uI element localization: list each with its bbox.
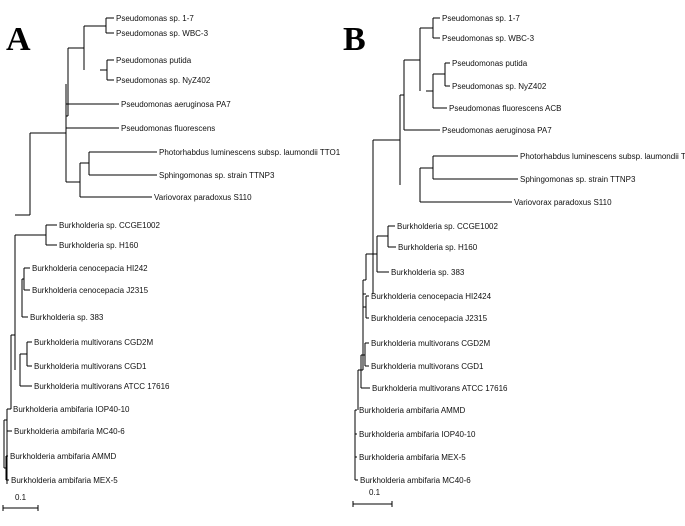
panel-a-taxon-11: Burkholderia sp. H160 (59, 241, 139, 250)
panel-a-tree-branches (3, 17, 157, 484)
panel-a-letter: A (6, 21, 31, 58)
panel-a-taxon-3: Pseudomonas putida (116, 56, 192, 65)
panel-a-taxon-12: Burkholderia cenocepacia HI242 (32, 264, 148, 273)
panel-a-scale-line (2, 505, 39, 511)
panel-b-taxon-12: Burkholderia sp. 383 (391, 268, 465, 277)
panel-a-taxon-13: Burkholderia cenocepacia J2315 (32, 286, 149, 295)
panel-b-taxon-11: Burkholderia sp. H160 (398, 243, 478, 252)
panel-b-taxon-4: Pseudomonas sp. NyZ402 (452, 82, 547, 91)
panel-b-taxon-6: Pseudomonas aeruginosa PA7 (442, 126, 552, 135)
panel-a-taxon-4: Pseudomonas sp. NyZ402 (116, 76, 211, 85)
panel-a-taxon-16: Burkholderia multivorans CGD1 (34, 362, 147, 371)
panel-b-taxon-3: Pseudomonas putida (452, 59, 528, 68)
panel-b-taxon-16: Burkholderia multivorans CGD1 (371, 362, 484, 371)
panel-b-scale-bar: 0.1 (352, 488, 393, 507)
panel-a-taxon-14: Burkholderia sp. 383 (30, 313, 104, 322)
panel-a-taxon-15: Burkholderia multivorans CGD2M (34, 338, 153, 347)
panel-a-scale-bar: 0.1 (2, 493, 39, 511)
panel-b-taxon-19: Burkholderia ambifaria IOP40-10 (359, 430, 476, 439)
panel-b-letter: B (343, 21, 366, 58)
panel-a: A Pseudomonas sp. 1-7 Pseudomonas sp. WB… (2, 14, 341, 511)
panel-a-taxon-18: Burkholderia ambifaria IOP40-10 (13, 405, 130, 414)
panel-b-taxon-8: Sphingomonas sp. strain TTNP3 (520, 175, 636, 184)
panel-b-taxon-15: Burkholderia multivorans CGD2M (371, 339, 490, 348)
panel-b-taxon-1: Pseudomonas sp. 1-7 (442, 14, 520, 23)
panel-b-taxon-21: Burkholderia ambifaria MC40-6 (360, 476, 471, 485)
panel-b: B Pseudomonas sp. 1-7 Pseudomonas sp. WB… (343, 14, 685, 507)
panel-b-taxon-13: Burkholderia cenocepacia HI2424 (371, 292, 492, 301)
panel-a-taxon-5: Pseudomonas aeruginosa PA7 (121, 100, 231, 109)
panel-a-scale-label: 0.1 (15, 493, 27, 502)
panel-b-scale-line (352, 501, 393, 507)
panel-b-taxon-10: Burkholderia sp. CCGE1002 (397, 222, 498, 231)
panel-b-tree-branches (354, 17, 518, 481)
panel-a-taxon-17: Burkholderia multivorans ATCC 17616 (34, 382, 170, 391)
panel-a-taxon-19: Burkholderia ambifaria MC40-6 (14, 427, 125, 436)
panel-a-taxon-21: Burkholderia ambifaria MEX-5 (11, 476, 118, 485)
panel-a-taxon-8: Sphingomonas sp. strain TTNP3 (159, 171, 275, 180)
panel-a-taxon-7: Photorhabdus luminescens subsp. laumondi… (159, 148, 341, 157)
panel-a-taxon-labels: Pseudomonas sp. 1-7 Pseudomonas sp. WBC-… (10, 14, 341, 485)
panel-b-taxon-17: Burkholderia multivorans ATCC 17616 (372, 384, 508, 393)
panel-a-taxon-10: Burkholderia sp. CCGE1002 (59, 221, 160, 230)
panel-a-taxon-1: Pseudomonas sp. 1-7 (116, 14, 194, 23)
panel-b-taxon-14: Burkholderia cenocepacia J2315 (371, 314, 488, 323)
panel-b-taxon-2: Pseudomonas sp. WBC-3 (442, 34, 535, 43)
panel-b-taxon-9: Variovorax paradoxus S110 (514, 198, 612, 207)
panel-a-taxon-2: Pseudomonas sp. WBC-3 (116, 29, 209, 38)
panel-a-taxon-20: Burkholderia ambifaria AMMD (10, 452, 116, 461)
panel-a-taxon-6: Pseudomonas fluorescens (121, 124, 215, 133)
panel-b-scale-label: 0.1 (369, 488, 381, 497)
panel-a-branches (3, 17, 157, 484)
panel-b-taxon-5: Pseudomonas fluorescens ACB (449, 104, 562, 113)
panel-b-taxon-labels: Pseudomonas sp. 1-7 Pseudomonas sp. WBC-… (359, 14, 685, 485)
panel-b-taxon-7: Photorhabdus luminescens subsp. laumondi… (520, 152, 685, 161)
panel-a-taxon-9: Variovorax paradoxus S110 (154, 193, 252, 202)
panel-b-taxon-20: Burkholderia ambifaria MEX-5 (359, 453, 466, 462)
panel-b-taxon-18: Burkholderia ambifaria AMMD (359, 406, 465, 415)
panel-b-branches (354, 17, 518, 481)
